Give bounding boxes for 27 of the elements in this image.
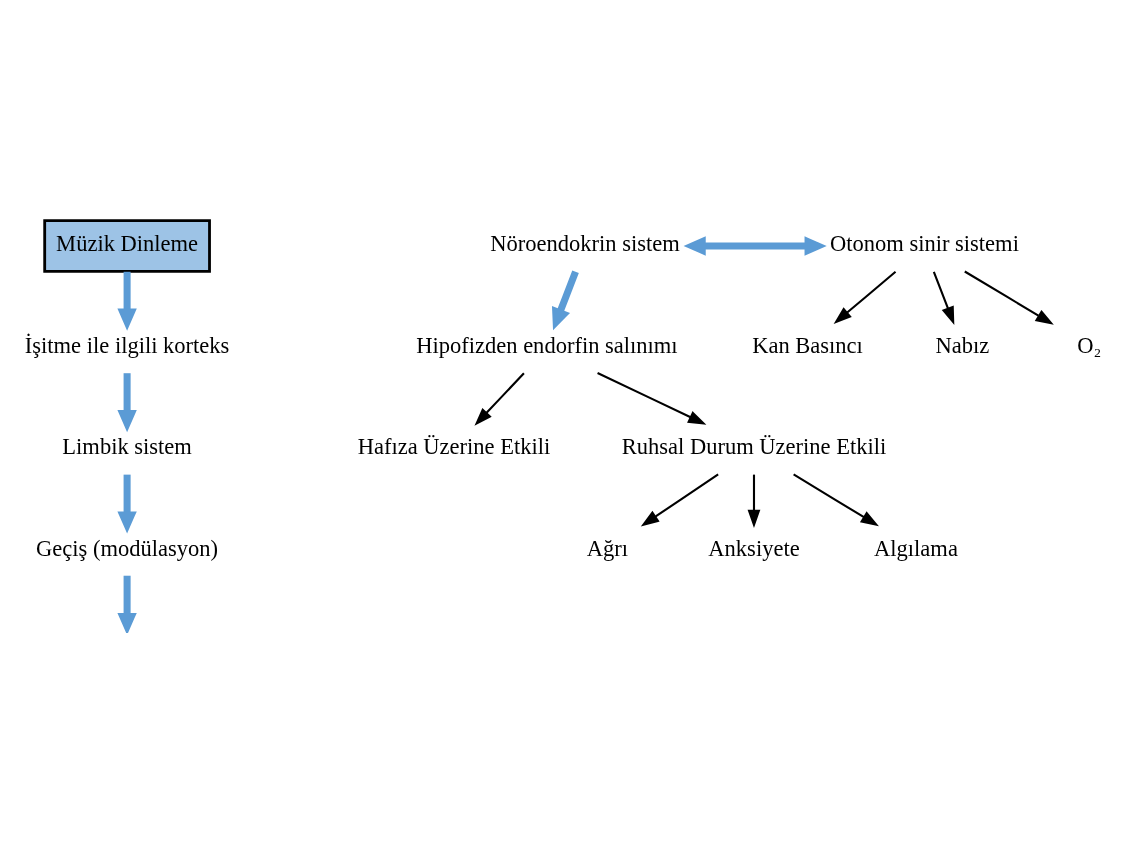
node-text: Algılama — [874, 535, 958, 561]
arrow — [793, 472, 879, 526]
node-text: Ağrı — [586, 535, 629, 561]
arrow — [551, 270, 579, 330]
arrow — [683, 235, 827, 256]
arrow — [833, 270, 897, 324]
arrow — [117, 271, 137, 331]
node-box: Müzik Dinleme — [43, 218, 211, 273]
node-text: Ruhsal Durum Üzerine Etkili — [621, 433, 887, 459]
arrow — [597, 371, 707, 425]
node-text: Limbik sistem — [62, 433, 192, 459]
node-text: Geçiş (modülasyon) — [36, 535, 219, 561]
node-text: Kan Basıncı — [752, 332, 863, 358]
arrow — [474, 371, 525, 426]
node-text: Hafıza Üzerine Etkili — [357, 433, 551, 459]
arrow — [747, 474, 761, 528]
node-text: Anksiyete — [708, 535, 800, 561]
arrow — [640, 473, 719, 526]
node-text: Nabız — [935, 332, 990, 358]
arrow — [932, 270, 955, 325]
node-text: İşitme ile ilgili korteks — [24, 332, 230, 358]
node-text: Otonom sinir sistemi — [830, 230, 1019, 256]
node-text: Hipofizden endorfin salınımı — [416, 332, 678, 358]
arrow — [117, 372, 137, 432]
node-text: Nöroendokrin sistem — [490, 230, 680, 256]
arrow — [964, 270, 1054, 325]
node-text: O₂ — [1077, 332, 1102, 358]
